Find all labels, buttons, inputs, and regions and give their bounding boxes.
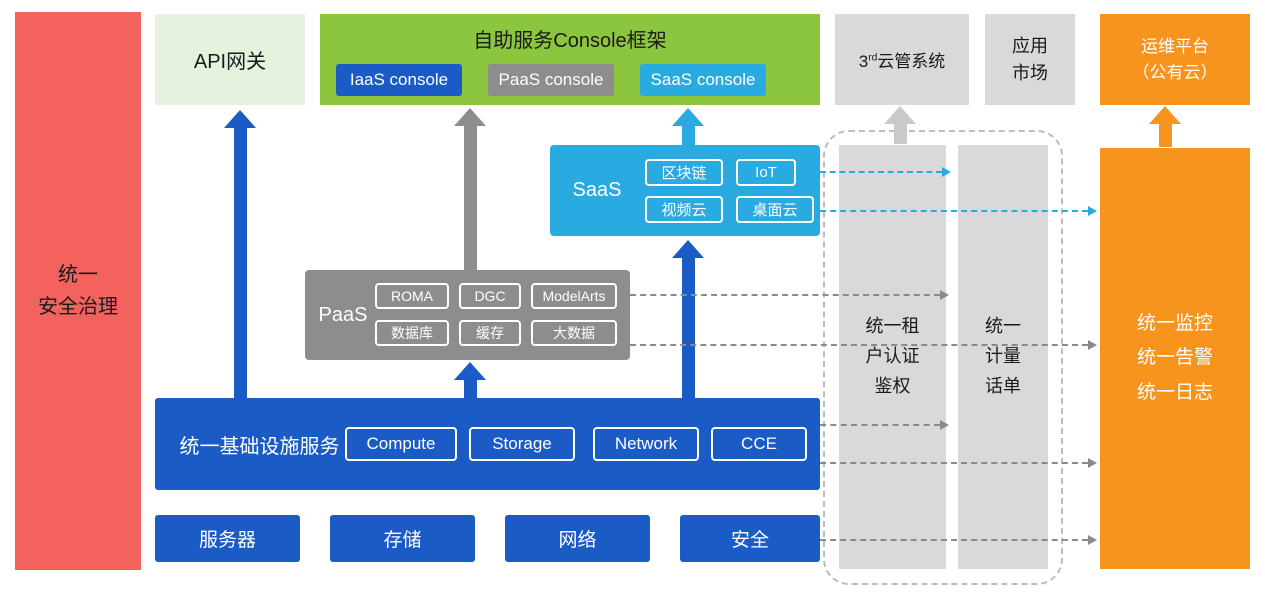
app-market-box: 应用 市场 bbox=[985, 14, 1075, 105]
paas-item-cache-label: 缓存 bbox=[476, 325, 504, 341]
dashed-infra-to-tenant-auth bbox=[820, 420, 949, 430]
resource-security-label: 安全 bbox=[730, 530, 769, 551]
saas-item-desktop-cloud-label: 桌面云 bbox=[752, 202, 798, 219]
paas-item-dgc: DGC bbox=[459, 283, 521, 309]
saas-console-chip: SaaS console bbox=[640, 64, 766, 96]
arrow-monitoring-to-om-platform bbox=[1149, 106, 1181, 147]
shared-services-dashed-container bbox=[823, 130, 1063, 585]
metering-column: 统一 计量 话单 bbox=[958, 145, 1048, 569]
resource-box-storage: 存储 bbox=[330, 515, 475, 562]
om-platform-label: 运维平台 （公有云） bbox=[1132, 37, 1218, 82]
monitoring-label: 统一监控 统一告警 统一日志 bbox=[1136, 313, 1213, 403]
arrow-infrastructure-to-paas bbox=[454, 362, 486, 398]
infra-item-storage-label: Storage bbox=[492, 434, 552, 453]
arrow-saas-to-console bbox=[672, 108, 704, 145]
saas-item-desktop-cloud: 桌面云 bbox=[736, 196, 814, 223]
infrastructure-box: 统一基础设施服务 Compute Storage Network CCE bbox=[155, 398, 820, 490]
metering-label: 统一 计量 话单 bbox=[985, 316, 1021, 396]
third-party-cms-label: 3rd云管系统 bbox=[859, 47, 946, 72]
third-party-cms-text: 云管系统 bbox=[877, 52, 946, 71]
infra-item-cce-label: CCE bbox=[741, 434, 777, 453]
saas-item-blockchain: 区块链 bbox=[645, 159, 723, 186]
dashed-paas-to-tenant-auth bbox=[630, 290, 949, 300]
saas-item-blockchain-label: 区块链 bbox=[661, 165, 707, 182]
infra-item-cce: CCE bbox=[711, 427, 807, 461]
paas-item-roma: ROMA bbox=[375, 283, 449, 309]
saas-item-iot-label: IoT bbox=[755, 164, 777, 181]
saas-item-video-cloud-label: 视频云 bbox=[661, 202, 707, 219]
paas-item-database-label: 数据库 bbox=[391, 325, 433, 341]
tenant-auth-column: 统一租 户认证 鉴权 bbox=[839, 145, 946, 569]
arrow-infrastructure-to-api-gateway bbox=[224, 110, 256, 398]
arrow-paas-to-console bbox=[454, 108, 486, 270]
arrow-shared-to-third-party-cms bbox=[884, 106, 916, 144]
paas-item-cache: 缓存 bbox=[459, 320, 521, 346]
infra-item-compute-label: Compute bbox=[366, 434, 436, 453]
saas-item-video-cloud: 视频云 bbox=[645, 196, 723, 223]
resource-box-security: 安全 bbox=[680, 515, 820, 562]
resource-storage-label: 存储 bbox=[383, 530, 422, 551]
infra-item-network-label: Network bbox=[614, 434, 678, 453]
dashed-infra-to-monitoring bbox=[820, 458, 1097, 468]
dashed-saas-to-monitoring bbox=[820, 206, 1097, 216]
infra-item-compute: Compute bbox=[345, 427, 457, 461]
dashed-paas-to-monitoring bbox=[630, 340, 1097, 350]
paas-item-database: 数据库 bbox=[375, 320, 449, 346]
iaas-console-label: IaaS console bbox=[349, 70, 449, 89]
api-gateway-box: API网关 bbox=[155, 14, 305, 105]
paas-item-dgc-label: DGC bbox=[474, 288, 506, 304]
security-governance-label: 统一 安全治理 bbox=[38, 264, 118, 318]
infra-item-storage: Storage bbox=[469, 427, 575, 461]
security-governance-bar: 统一 安全治理 bbox=[15, 12, 141, 570]
paas-item-modelarts-label: ModelArts bbox=[542, 288, 606, 304]
paas-box: PaaS ROMA DGC ModelArts 数据库 缓存 大数据 bbox=[305, 270, 630, 360]
saas-console-label: SaaS console bbox=[650, 70, 756, 89]
infra-item-network: Network bbox=[593, 427, 699, 461]
paas-label: PaaS bbox=[318, 303, 368, 326]
paas-console-chip: PaaS console bbox=[488, 64, 614, 96]
app-market-label: 应用 市场 bbox=[1012, 35, 1048, 83]
console-framework-box: 自助服务Console框架 IaaS console PaaS console … bbox=[320, 14, 820, 105]
paas-item-bigdata-label: 大数据 bbox=[553, 325, 595, 341]
paas-item-roma-label: ROMA bbox=[391, 288, 433, 304]
third-party-cms-num: 3 bbox=[858, 52, 869, 71]
resource-box-server: 服务器 bbox=[155, 515, 300, 562]
resource-box-network: 网络 bbox=[505, 515, 650, 562]
resource-network-label: 网络 bbox=[558, 530, 597, 551]
tenant-auth-label: 统一租 户认证 鉴权 bbox=[865, 316, 920, 396]
arrow-infrastructure-to-saas bbox=[672, 240, 704, 398]
saas-item-iot: IoT bbox=[736, 159, 796, 186]
monitoring-bar: 统一监控 统一告警 统一日志 bbox=[1100, 148, 1250, 569]
paas-item-modelarts: ModelArts bbox=[531, 283, 617, 309]
third-party-cms-sup: rd bbox=[868, 52, 878, 64]
paas-console-label: PaaS console bbox=[498, 70, 604, 89]
paas-item-bigdata: 大数据 bbox=[531, 320, 617, 346]
om-platform-box: 运维平台 （公有云） bbox=[1100, 14, 1250, 105]
dashed-saas-to-tenant-auth bbox=[820, 167, 951, 177]
infrastructure-label: 统一基础设施服务 bbox=[179, 435, 340, 458]
console-framework-title: 自助服务Console框架 bbox=[473, 30, 667, 52]
saas-box: SaaS 区块链 IoT 视频云 桌面云 bbox=[550, 145, 820, 236]
iaas-console-chip: IaaS console bbox=[336, 64, 462, 96]
dashed-security-to-monitoring bbox=[820, 535, 1097, 545]
api-gateway-label: API网关 bbox=[193, 51, 267, 73]
resource-server-label: 服务器 bbox=[198, 530, 256, 551]
saas-label: SaaS bbox=[572, 179, 622, 201]
third-party-cms-box: 3rd云管系统 bbox=[835, 14, 969, 105]
